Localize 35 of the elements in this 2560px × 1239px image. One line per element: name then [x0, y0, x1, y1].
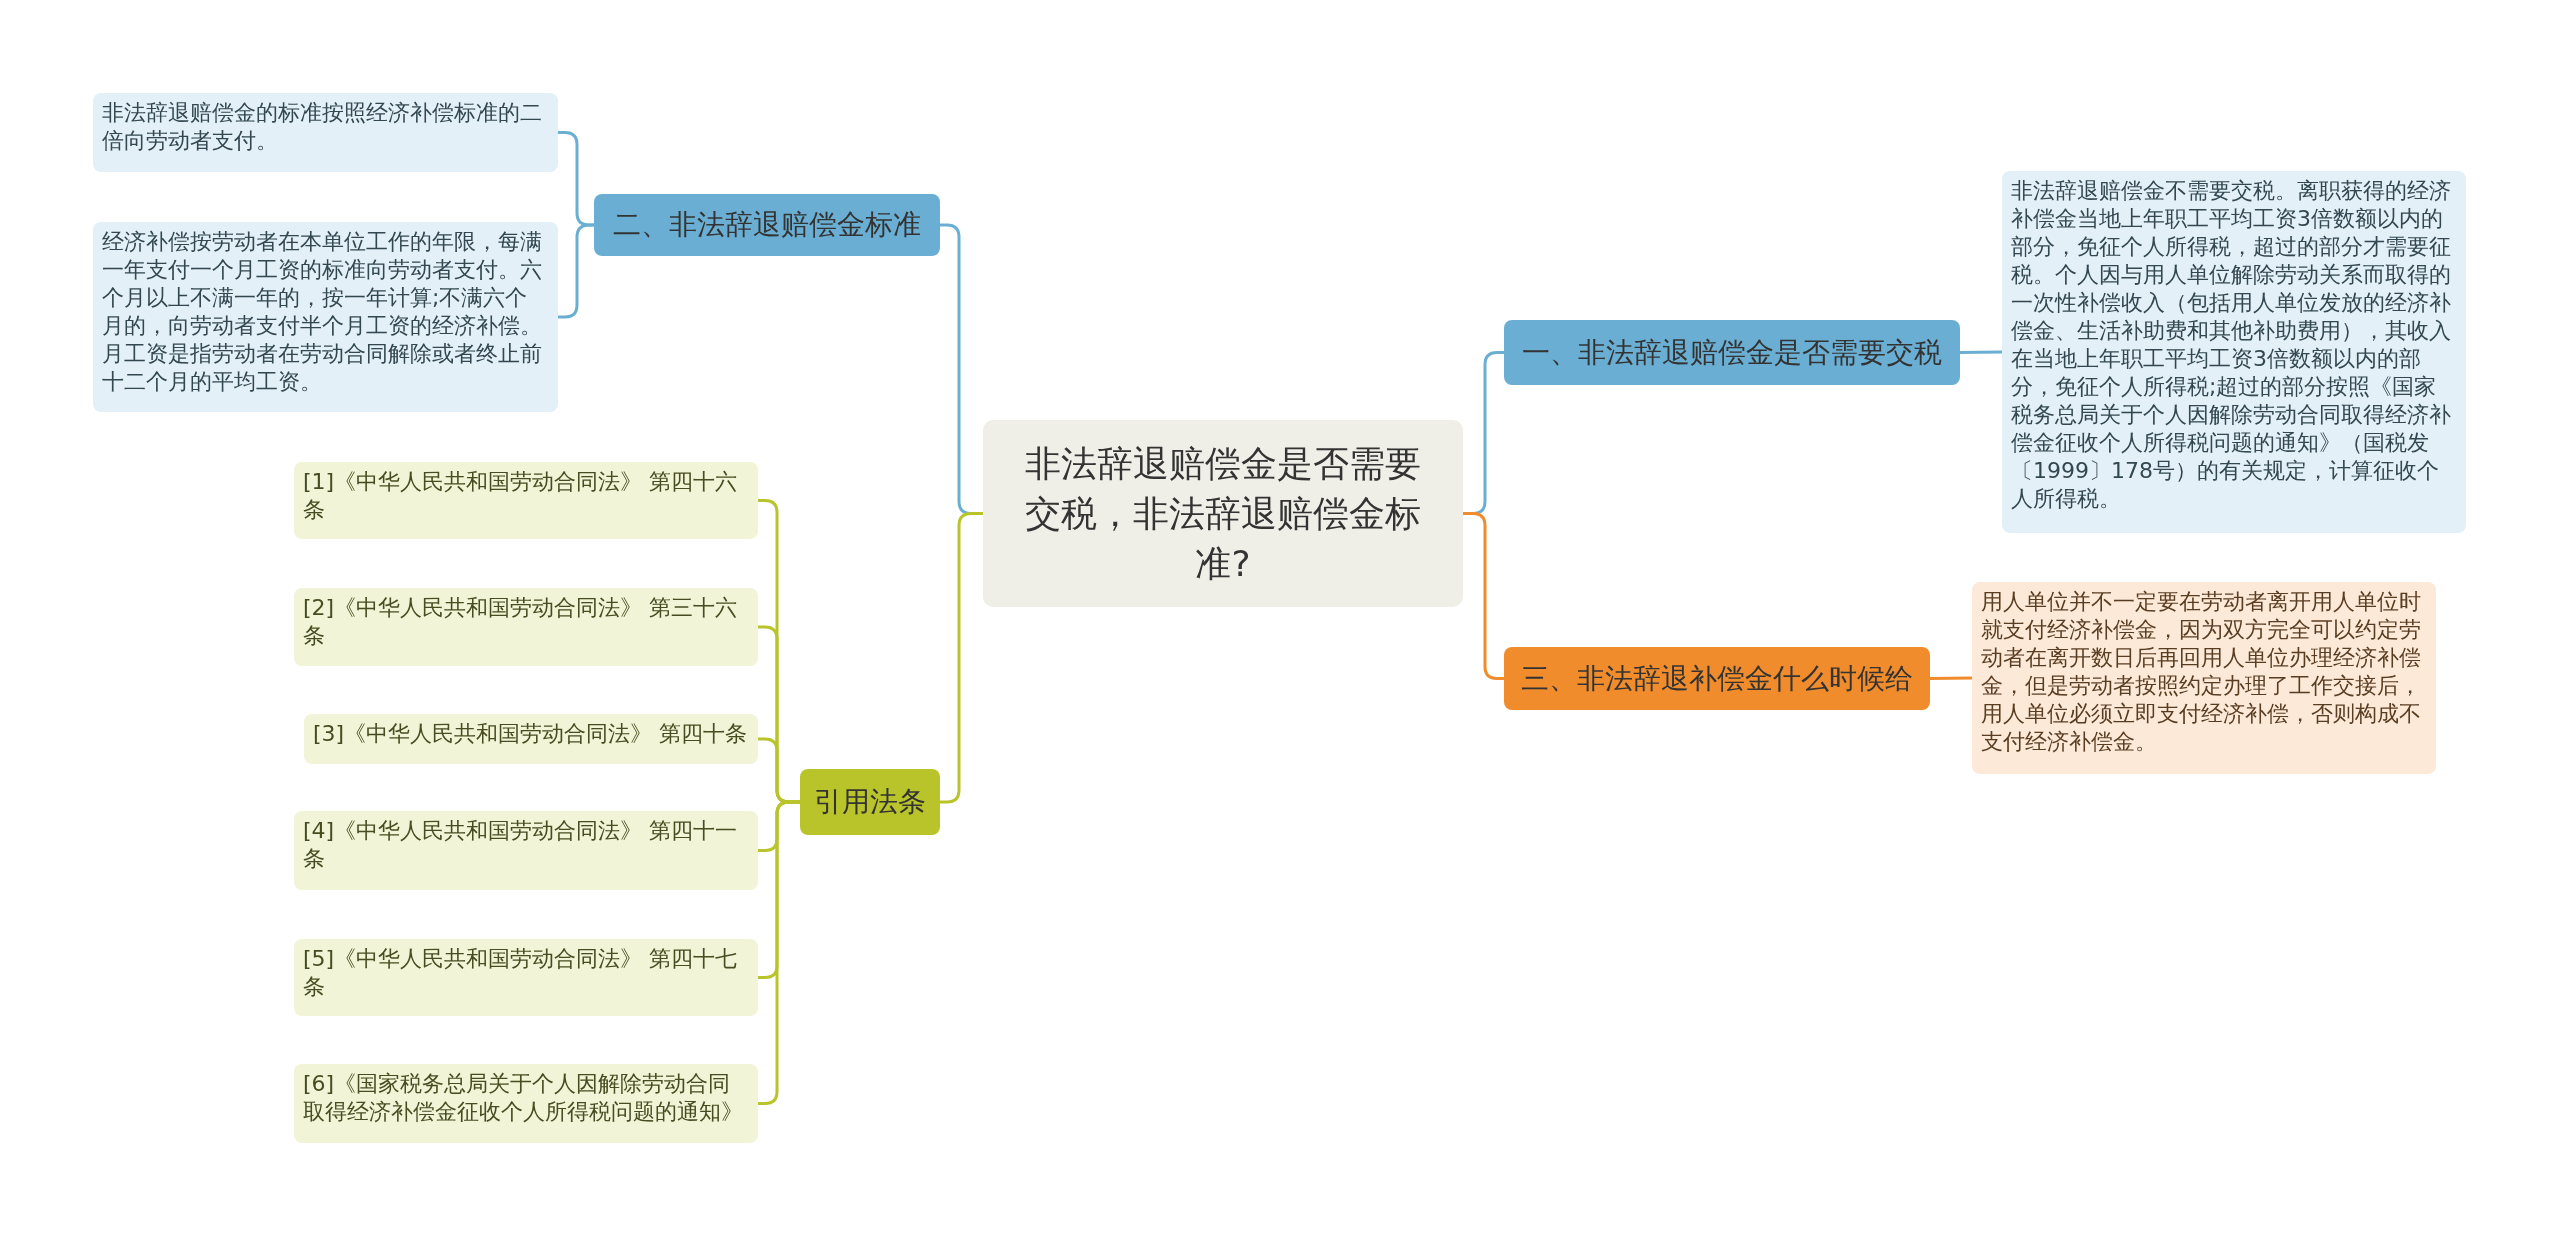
branch-topic-box: [800, 769, 940, 835]
subtopic-text: [4]《中华人民共和国劳动合同法》 第四十一条: [303, 817, 739, 873]
subtopic-box: [93, 93, 558, 172]
branch-topic-box: [1504, 647, 1930, 710]
connector-line: [558, 223, 594, 319]
subtopic-box: [294, 588, 758, 666]
subtopic-text: [5]《中华人民共和国劳动合同法》 第四十七条: [303, 945, 739, 1001]
connector-line: [1930, 676, 1972, 680]
branch-topic-text: 二、非法辞退赔偿金标准: [612, 207, 922, 243]
branch-topic-box: [594, 194, 940, 256]
subtopic-text: [6]《国家税务总局关于个人因解除劳动合同取得经济补偿金征收个人所得税问题的通知》: [303, 1070, 744, 1126]
subtopic-box: [294, 1064, 758, 1143]
subtopic-text: 经济补偿按劳动者在本单位工作的年限，每满一年支付一个月工资的标准向劳动者支付。六个月以上不满一年的，按一年计算;不满六个月的，向劳动者支付半个月工资的经济补偿。月工资是指劳动者在劳动合同解除或者终止前十二个月的平均工资。: [102, 228, 543, 396]
connector-line: [758, 800, 800, 1105]
subtopic-text: 用人单位并不一定要在劳动者离开用人单位时就支付经济补偿金，因为双方完全可以约定劳动者在离开数日后再回用人单位办理经济补偿金，但是劳动者按照约定办理了工作交接后，用人单位必须立即支付经济补偿，否则构成不支付经济补偿金。: [1981, 588, 2422, 756]
subtopic-text: [2]《中华人民共和国劳动合同法》 第三十六条: [303, 594, 739, 650]
branch-topic-text: 一、非法辞退赔偿金是否需要交税: [1521, 334, 1943, 371]
subtopic-box: [93, 222, 558, 412]
subtopic-box: [304, 714, 758, 764]
connector-line: [1960, 350, 2002, 354]
central-topic-box: [983, 420, 1463, 607]
subtopic-text: 非法辞退赔偿金不需要交税。离职获得的经济补偿金当地上年职工平均工资3倍数额以内的部分，免征个人所得税，超过的部分才需要征税。个人因与用人单位解除劳动关系而取得的一次性补偿收入（包括用人单位发放的经济补偿金、生活补助费和其他补助费用），其收入在当地上年职工平均工资3倍数额以内的部分，免征个人所得税;超过的部分按照《国家税务总局关于个人因解除劳动合同取得经济补偿金征收个人所得税问题的通知》（国税发〔1999〕178号）的有关规定，计算征收个人所得税。: [2011, 177, 2452, 513]
central-topic-text: 非法辞退赔偿金是否需要交税，非法辞退赔偿金标准?: [1024, 441, 1422, 586]
subtopic-text: [1]《中华人民共和国劳动合同法》 第四十六条: [303, 468, 739, 524]
branch-topic-text: 引用法条: [813, 784, 927, 820]
subtopic-box: [294, 811, 758, 890]
subtopic-text: [3]《中华人民共和国劳动合同法》 第四十条: [313, 720, 749, 748]
subtopic-text: 非法辞退赔偿金的标准按照经济补偿标准的二倍向劳动者支付。: [102, 99, 543, 155]
branch-topic-box: [1504, 320, 1960, 385]
subtopic-box: [294, 939, 758, 1016]
connector-line: [1463, 512, 1504, 680]
connector-line: [940, 512, 983, 804]
subtopic-box: [294, 462, 758, 539]
subtopic-box: [1972, 582, 2436, 774]
branch-topic-text: 三、非法辞退补偿金什么时候给: [1520, 660, 1914, 697]
